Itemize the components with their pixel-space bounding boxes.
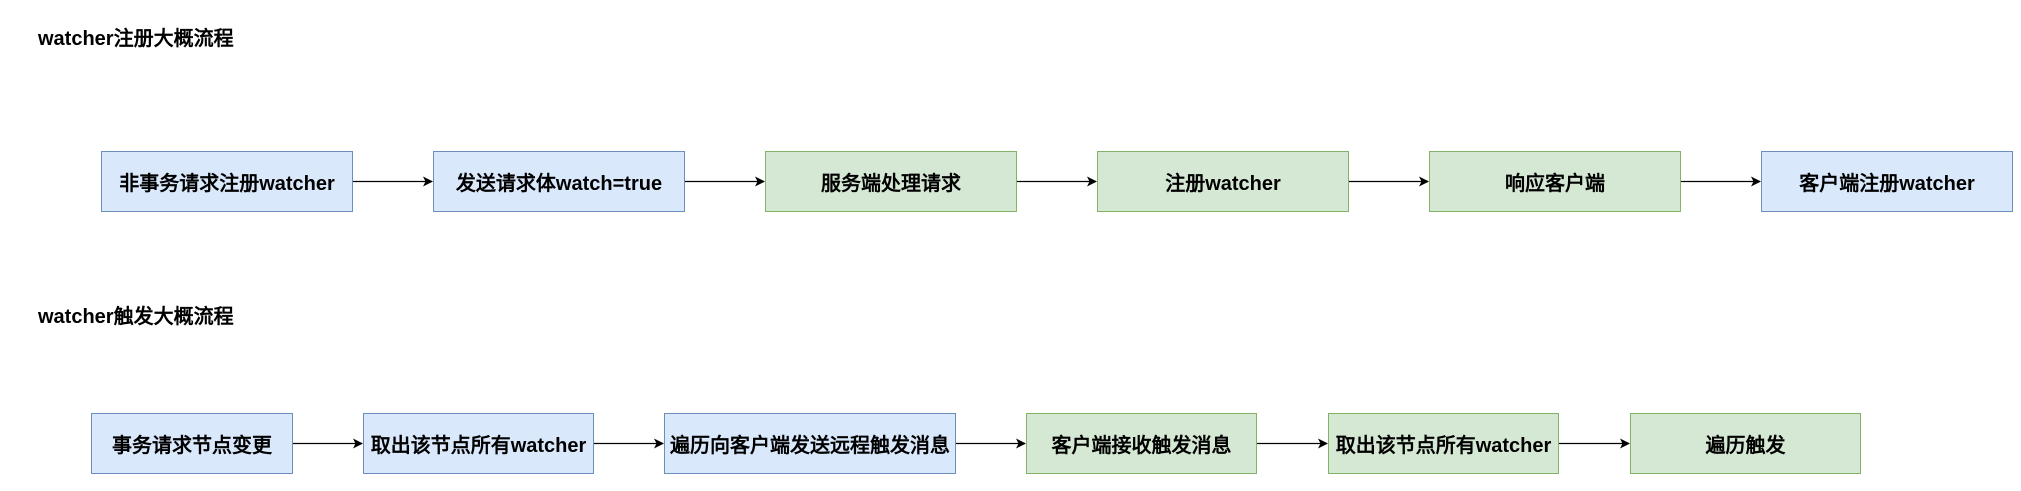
register-node-5[interactable]: 响应客户端 bbox=[1429, 151, 1681, 212]
register-node-6[interactable]: 客户端注册watcher bbox=[1761, 151, 2013, 212]
register-node-1[interactable]: 非事务请求注册watcher bbox=[101, 151, 353, 212]
trigger-flow-title: watcher触发大概流程 bbox=[38, 306, 234, 328]
trigger-node-6[interactable]: 遍历触发 bbox=[1630, 413, 1861, 474]
register-node-2[interactable]: 发送请求体watch=true bbox=[433, 151, 685, 212]
trigger-node-5[interactable]: 取出该节点所有watcher bbox=[1328, 413, 1559, 474]
register-node-3[interactable]: 服务端处理请求 bbox=[765, 151, 1017, 212]
trigger-node-3[interactable]: 遍历向客户端发送远程触发消息 bbox=[664, 413, 956, 474]
trigger-node-4[interactable]: 客户端接收触发消息 bbox=[1026, 413, 1257, 474]
trigger-node-1[interactable]: 事务请求节点变更 bbox=[91, 413, 293, 474]
register-flow-title: watcher注册大概流程 bbox=[38, 28, 234, 50]
trigger-node-2[interactable]: 取出该节点所有watcher bbox=[363, 413, 594, 474]
register-node-4[interactable]: 注册watcher bbox=[1097, 151, 1349, 212]
